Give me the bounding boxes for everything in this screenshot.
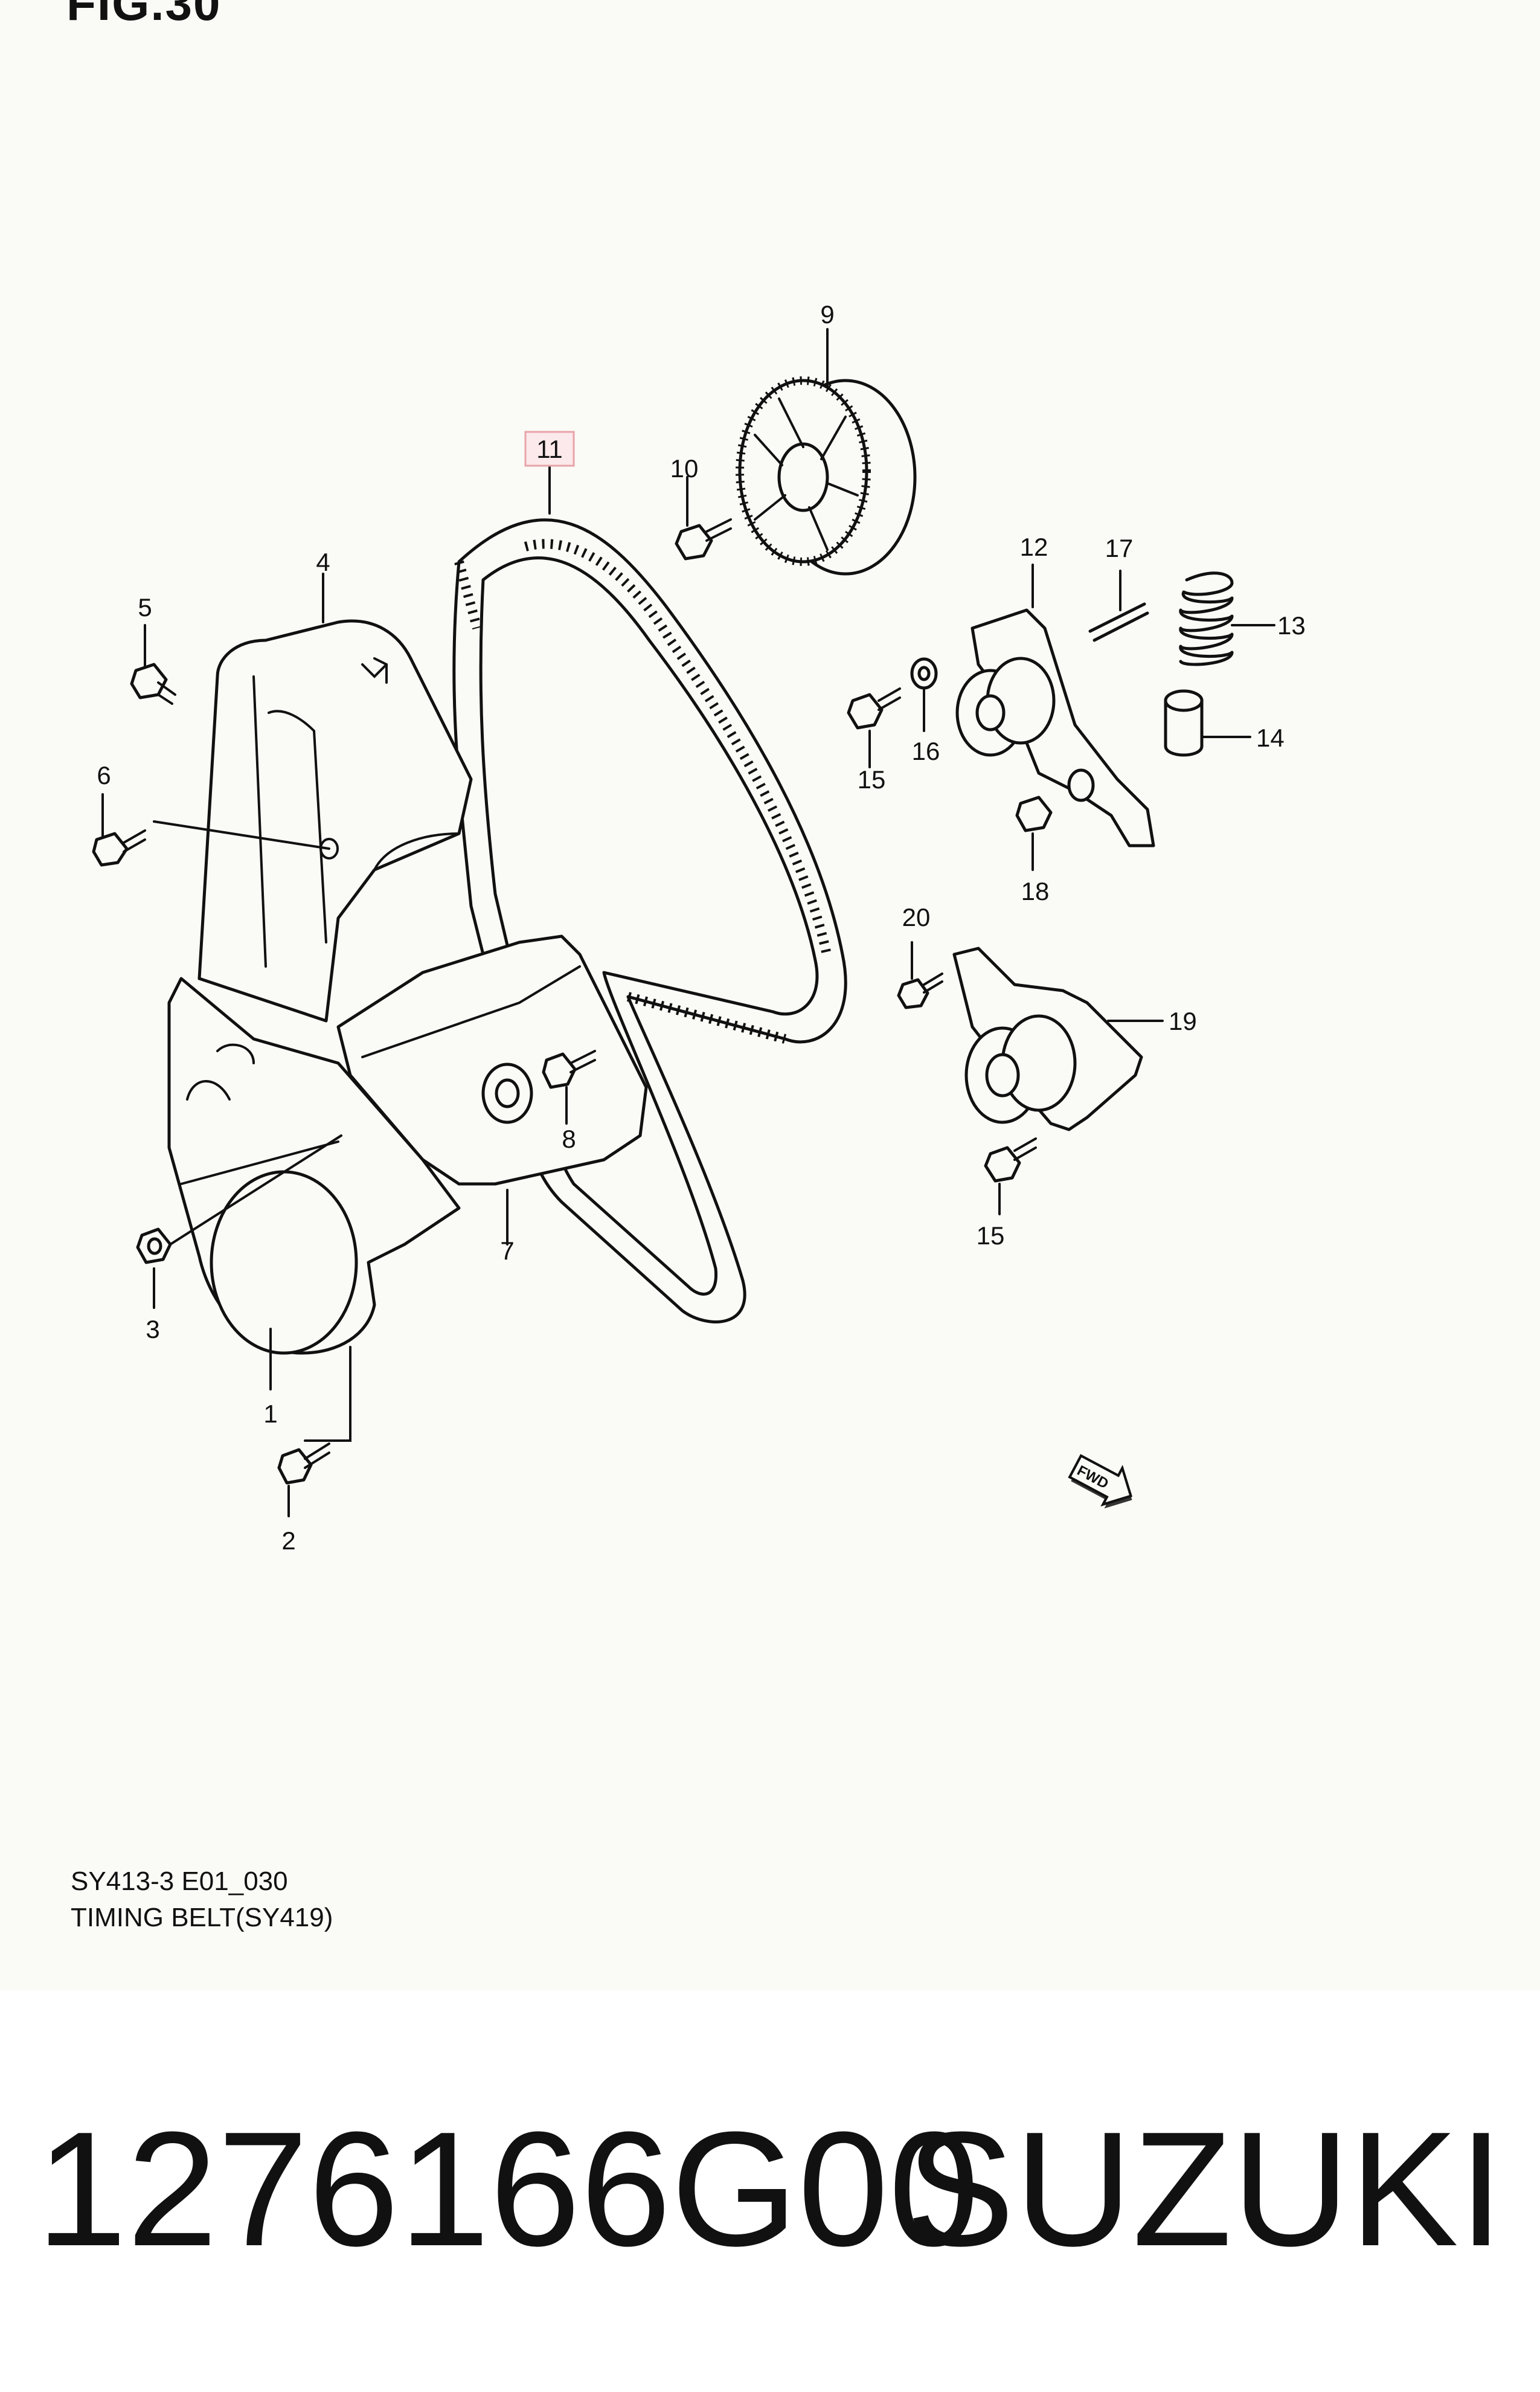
callout-4[interactable]: 4 bbox=[316, 548, 330, 576]
callout-15-upper[interactable]: 15 bbox=[858, 765, 886, 794]
callout-10[interactable]: 10 bbox=[670, 454, 699, 483]
callout-18[interactable]: 18 bbox=[1021, 877, 1050, 905]
diagram-title: TIMING BELT(SY419) bbox=[71, 1903, 333, 1932]
bolt-hardware[interactable] bbox=[92, 518, 1149, 1485]
tensioner-bracket-part[interactable] bbox=[955, 608, 1155, 847]
lower-inner-plate-part[interactable] bbox=[336, 934, 648, 1186]
tensioner-spacer-part[interactable] bbox=[1164, 689, 1204, 757]
callout-2[interactable]: 2 bbox=[281, 1526, 295, 1555]
figure-title: FIG.30 bbox=[66, 0, 222, 30]
callout-13[interactable]: 13 bbox=[1277, 611, 1306, 640]
callout-14[interactable]: 14 bbox=[1256, 724, 1285, 752]
callout-19[interactable]: 19 bbox=[1169, 1007, 1197, 1035]
callout-15-lower[interactable]: 15 bbox=[977, 1221, 1005, 1250]
callout-11[interactable]: 11 bbox=[536, 435, 563, 463]
highlighted-callout-box bbox=[524, 431, 575, 467]
callout-numbers: 1 2 3 4 5 6 7 8 9 10 11 12 13 14 15 15 1… bbox=[97, 300, 1305, 1555]
callout-8[interactable]: 8 bbox=[562, 1125, 576, 1153]
callout-3[interactable]: 3 bbox=[146, 1315, 159, 1343]
brand-name: SUZUKI bbox=[905, 2098, 1504, 2280]
callout-6[interactable]: 6 bbox=[97, 761, 111, 789]
callout-9[interactable]: 9 bbox=[820, 300, 834, 329]
lower-timing-cover-part[interactable] bbox=[167, 977, 461, 1355]
upper-timing-cover-part[interactable] bbox=[197, 619, 473, 1023]
callout-5[interactable]: 5 bbox=[138, 593, 152, 622]
camshaft-pulley-part[interactable] bbox=[736, 376, 917, 576]
callout-20[interactable]: 20 bbox=[902, 903, 931, 931]
diagram-code: SY413-3 E01_030 bbox=[71, 1866, 288, 1896]
leader-lines bbox=[101, 328, 1275, 1517]
timing-belt-part[interactable] bbox=[452, 518, 847, 1323]
exploded-parts-diagram: 1 2 3 4 5 6 7 8 9 10 11 12 13 14 15 15 1… bbox=[92, 300, 1306, 1555]
callout-7[interactable]: 7 bbox=[500, 1236, 514, 1265]
part-number: 1276166G00 bbox=[36, 2098, 980, 2280]
fwd-arrow-icon: FWD bbox=[1068, 1454, 1132, 1509]
callout-12[interactable]: 12 bbox=[1020, 533, 1048, 561]
diagram-sheet: FIG.30 bbox=[66, 0, 1306, 1932]
callout-16[interactable]: 16 bbox=[912, 737, 940, 765]
callout-1[interactable]: 1 bbox=[263, 1400, 277, 1428]
tensioner-spring-part[interactable] bbox=[1179, 571, 1234, 666]
idler-pulley-part[interactable] bbox=[952, 947, 1143, 1131]
callout-17[interactable]: 17 bbox=[1105, 534, 1134, 562]
